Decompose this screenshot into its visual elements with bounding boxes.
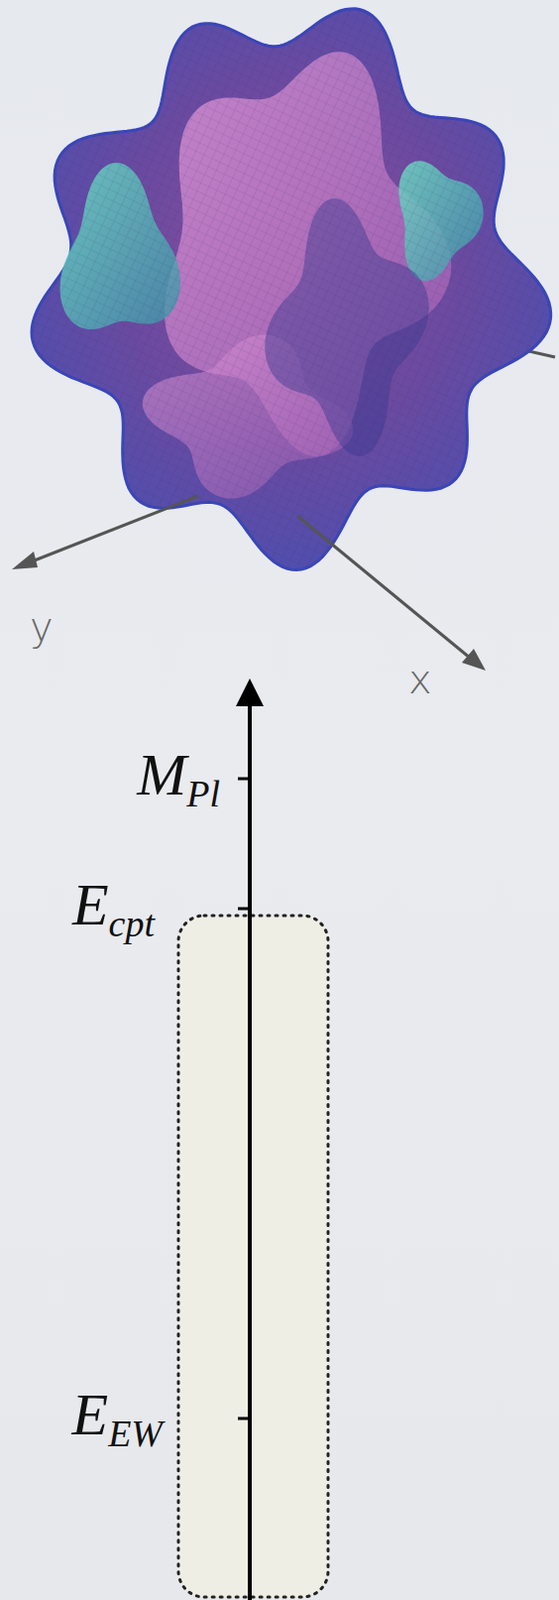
energy-label: EEW (71, 1383, 163, 1451)
arrow-head (11, 551, 38, 569)
calabi-yau-shape (31, 8, 552, 570)
axis-label: x (408, 659, 433, 699)
energy-axis (247, 698, 252, 1599)
tick (237, 777, 250, 781)
axis-line (297, 515, 476, 663)
subscript: cpt (109, 901, 155, 944)
symbol: E (71, 1380, 109, 1447)
surface-patch (31, 8, 552, 570)
arrow-head (235, 677, 264, 706)
arrow-head (461, 648, 486, 671)
symbol: E (72, 871, 110, 937)
tick (237, 906, 250, 910)
symbol: M (136, 741, 187, 807)
axis-line (21, 495, 199, 565)
subscript: Pl (186, 772, 221, 814)
energy-label: Ecpt (72, 874, 155, 941)
axis-label: y (29, 606, 54, 647)
energy-label: MPl (136, 744, 221, 811)
tick (237, 1416, 250, 1420)
dotted-region (178, 914, 329, 1596)
subscript: EW (108, 1411, 163, 1454)
surface-patch (31, 8, 552, 570)
